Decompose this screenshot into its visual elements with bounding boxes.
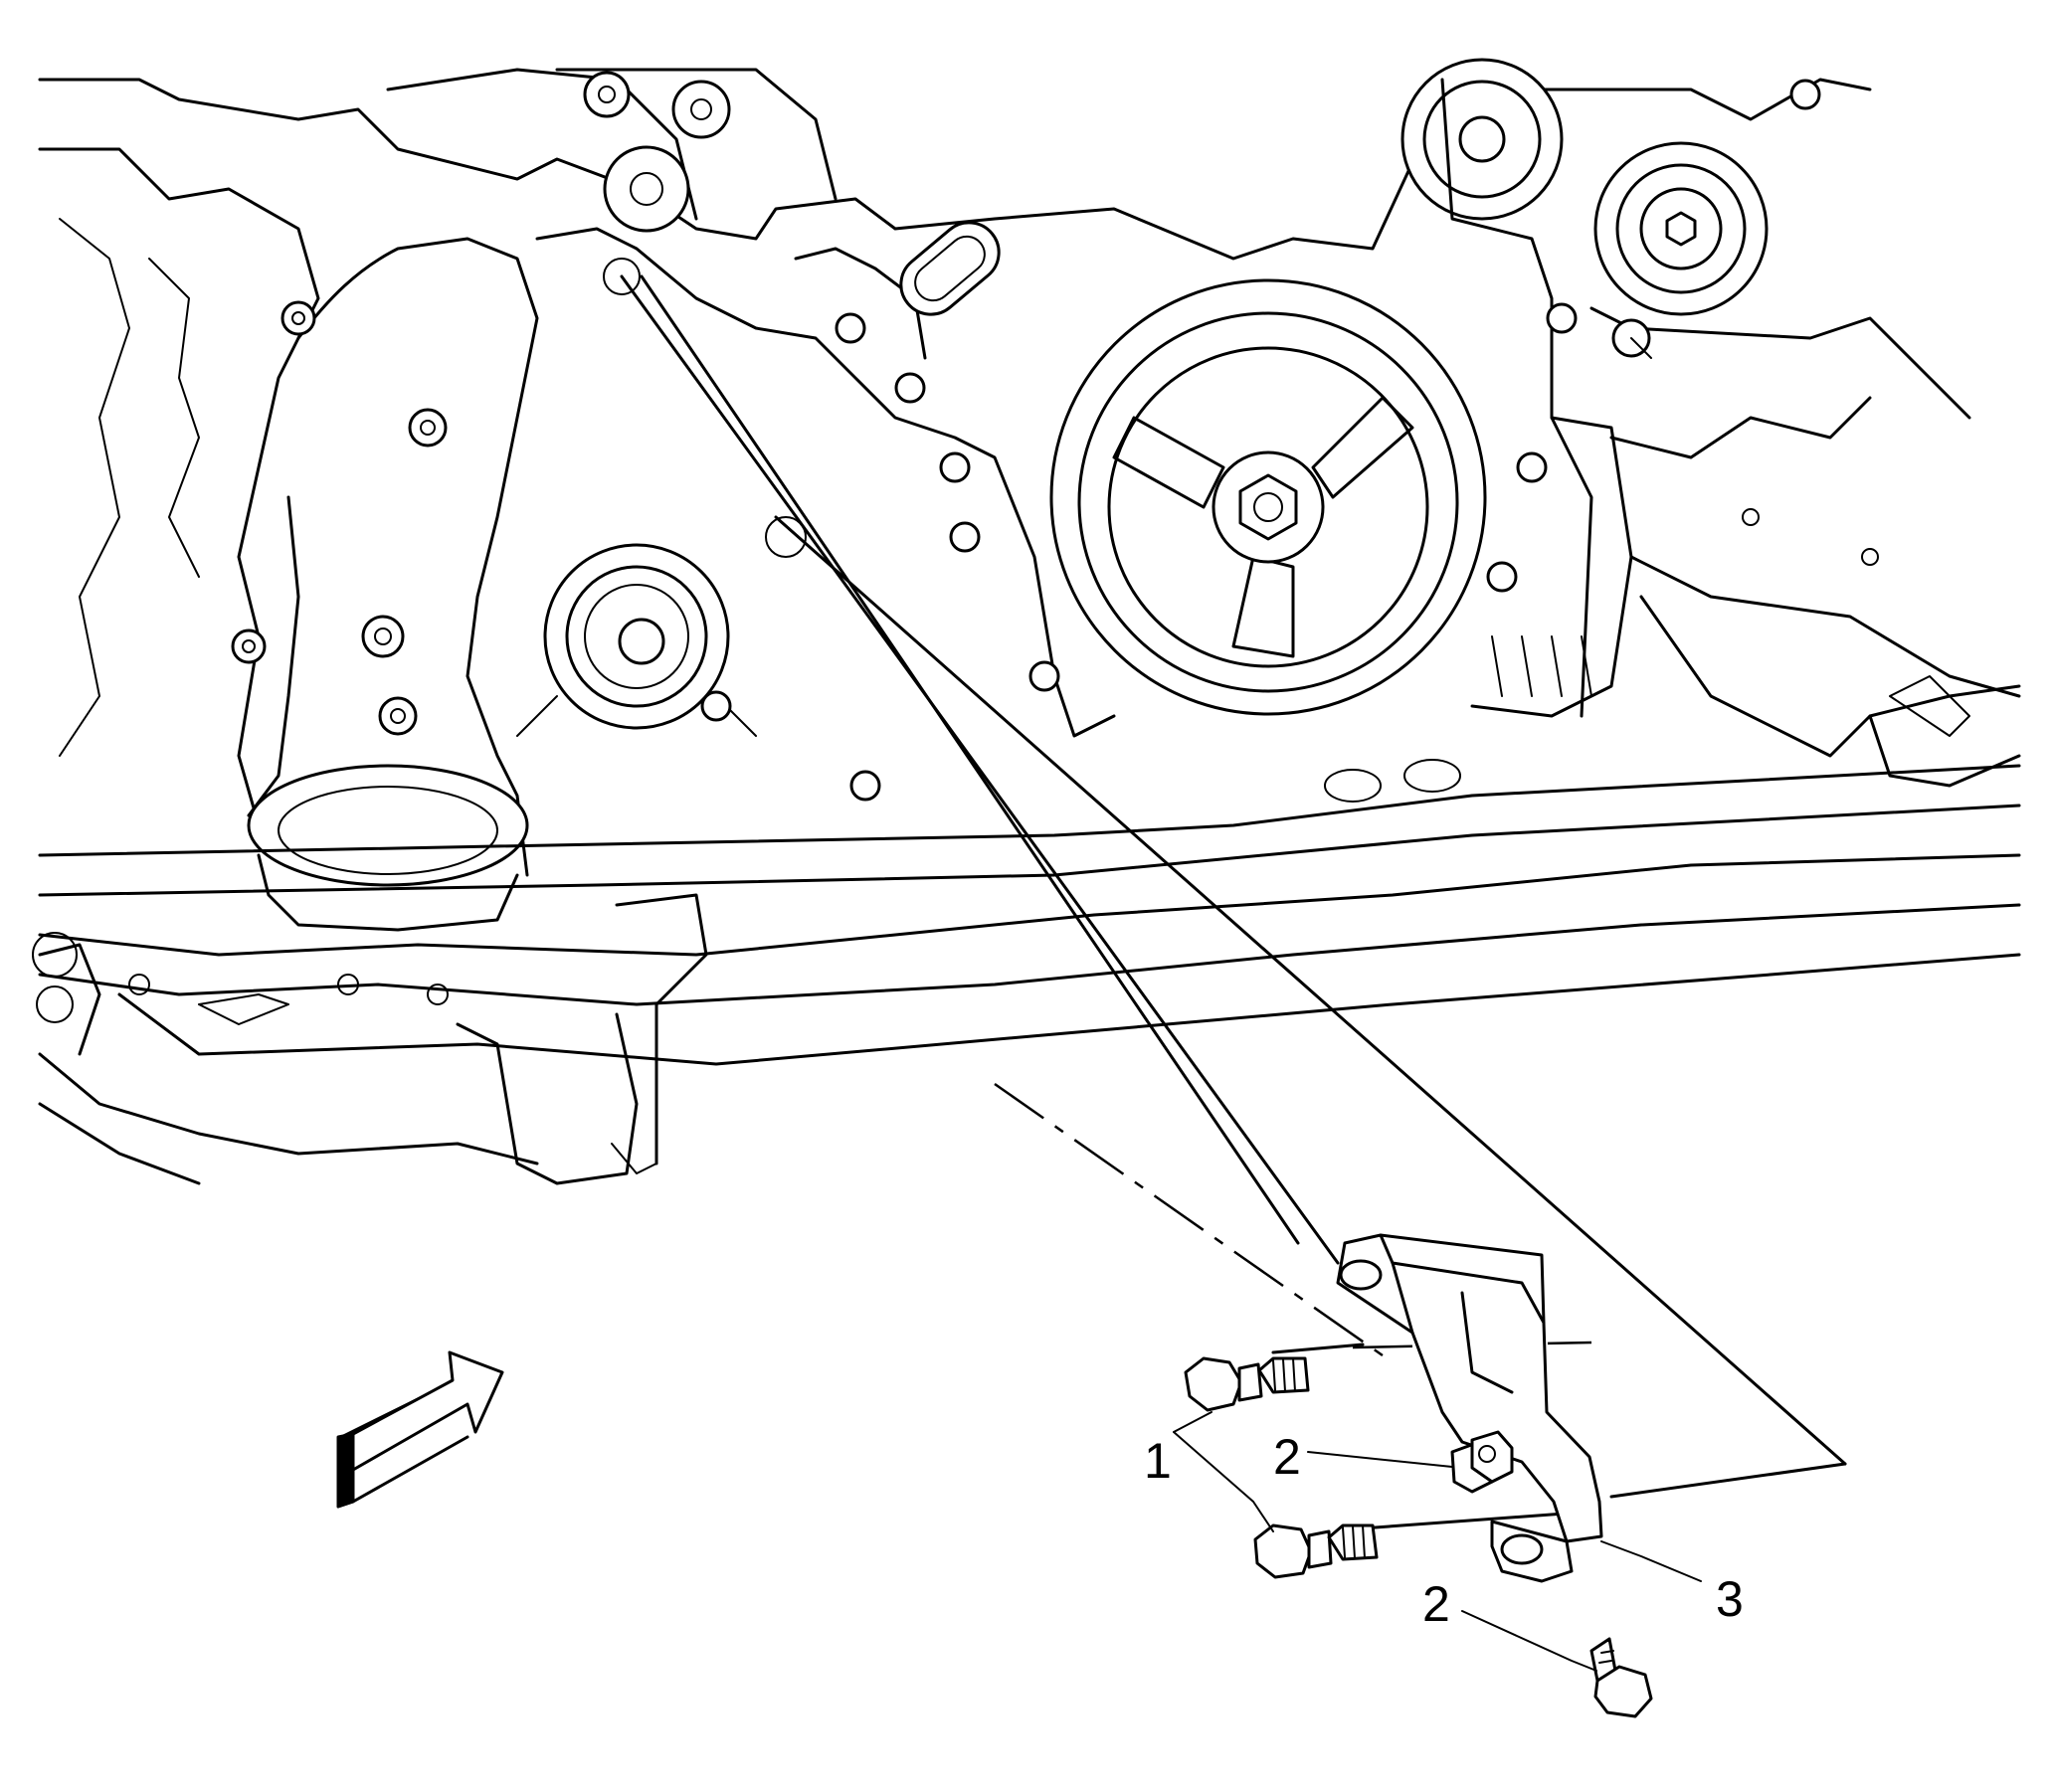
callout-label-1: 1 [1144,1433,1172,1489]
alignment-lines [603,258,1847,1531]
view-direction-arrow-icon [336,1350,504,1509]
front-crossmember [32,595,2021,1185]
callout-label-2-nut: 2 [1273,1429,1301,1485]
bolt-upper-part-1 [1184,1356,1310,1412]
leader-lines [1173,1411,1702,1672]
callout-label-3: 3 [1716,1571,1744,1627]
bolt-lower-part-1 [1253,1523,1379,1579]
bolt-lower-part-2 [1589,1637,1653,1718]
callout-label-2-bolt: 2 [1422,1576,1450,1632]
engine-assembly [38,58,2021,932]
nut-part-2 [1450,1430,1514,1494]
mounting-bracket-part-3 [1336,1233,1603,1583]
